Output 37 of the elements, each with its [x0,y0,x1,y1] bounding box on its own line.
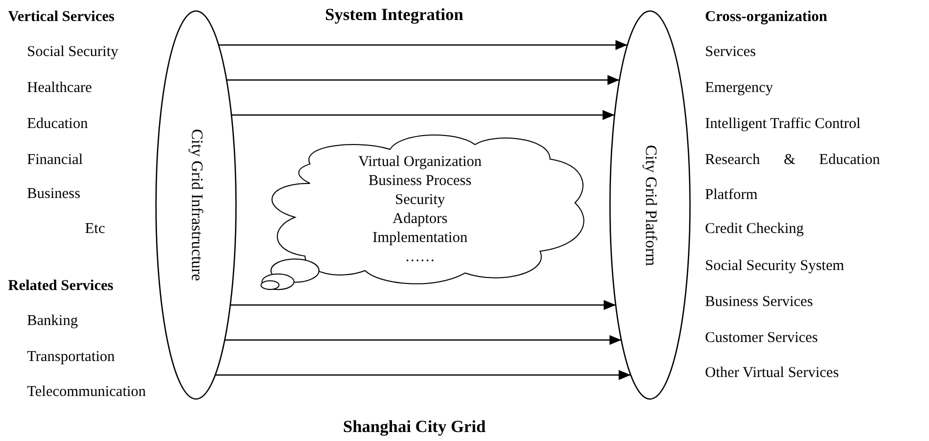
service-label: Research & Education Platform [705,151,880,205]
service-label: Intelligent Traffic Control [705,115,861,133]
service-label: Financial [27,151,83,169]
service-label: Social Security [27,43,118,61]
heading: Related Services [8,277,114,295]
cloud-text: Implementation [372,229,468,247]
cloud-text: Virtual Organization [357,153,483,171]
service-label: Etc [85,220,105,238]
service-label: Banking [27,312,78,330]
service-label: Emergency [705,79,774,97]
cloud-text: Security [394,191,446,209]
service-label: Services [705,43,756,61]
service-label: Telecommunication [27,383,146,401]
service-label: Other Virtual Services [705,364,839,382]
service-label: Healthcare [27,79,92,97]
caption: Shanghai City Grid [343,418,486,436]
heading: Vertical Services [8,8,114,26]
arrow [224,335,622,345]
arrow [230,300,616,310]
service-label: Transportation [27,348,115,366]
arrow [215,370,631,380]
arrow [226,75,620,85]
ellipse-label: City Grid Infrastructure [187,128,205,283]
cloud-text: …… [404,248,436,266]
service-label: Social Security System [705,257,844,275]
service-label: Business Services [705,293,813,311]
service-label: Credit Checking [705,220,804,238]
cloud-text: Business Process [368,172,472,190]
service-label: Business [27,185,80,203]
arrow [218,40,628,50]
title: System Integration [325,6,464,24]
service-label: Customer Services [705,329,818,347]
arrow [231,110,615,120]
service-label: Education [27,115,88,133]
heading: Cross-organization [705,8,828,26]
ellipse-label: City Grid Platform [641,144,659,268]
cloud-text: Adaptors [392,210,448,228]
